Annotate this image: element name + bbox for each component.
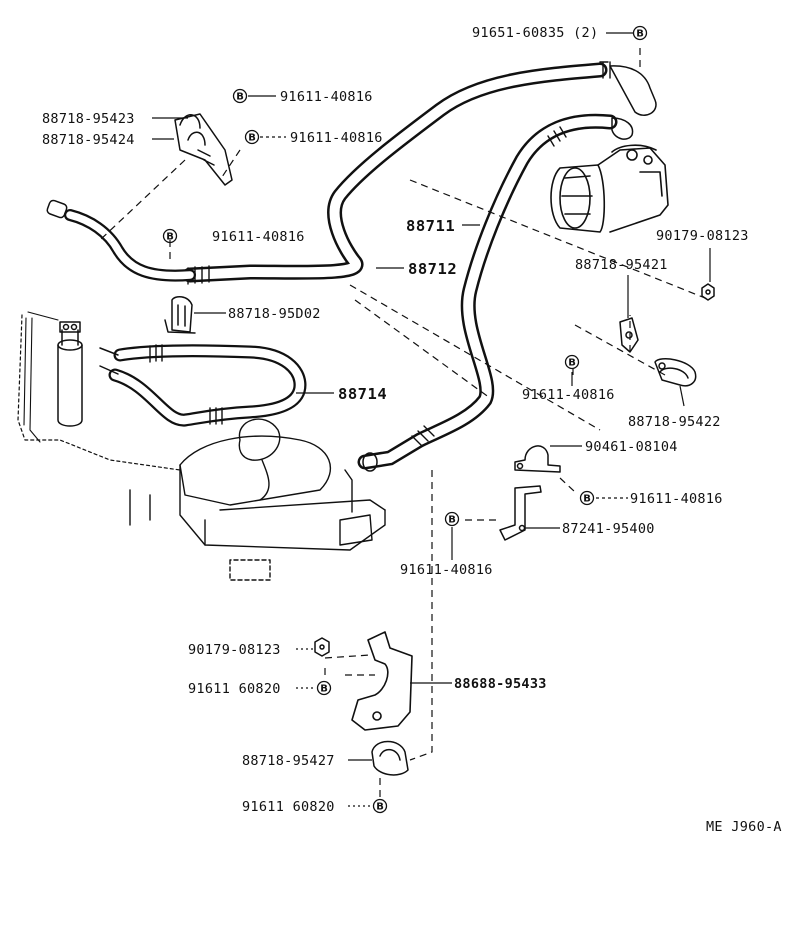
nut-90179-08123-a	[701, 283, 715, 301]
svg-text:B: B	[166, 232, 174, 243]
diagram-code: ME J960-A	[706, 819, 782, 835]
nut-90179-08123-b	[314, 637, 330, 657]
svg-text:B: B	[248, 133, 256, 144]
b-marker: B	[372, 798, 388, 814]
label-88718-95422: 88718-95422	[628, 414, 721, 430]
clamp-88718-95427	[371, 740, 409, 776]
label-91611-40816: 91611-40816	[290, 130, 383, 146]
guide-lines	[99, 48, 711, 800]
label-91651-60835: 91651-60835 (2)	[472, 25, 598, 41]
b-marker: B	[232, 88, 248, 104]
label-88718-95423: 88718-95423	[42, 111, 135, 127]
b-marker: B	[579, 490, 595, 506]
clamp-88718-95423-95424	[174, 113, 233, 186]
label-91611-40816: 91611-40816	[400, 562, 493, 578]
label-91611-60820: 91611 60820	[242, 799, 335, 815]
label-91611-40816: 91611-40816	[212, 229, 305, 245]
clamp-88718-95421	[619, 317, 639, 353]
label-90179-08123: 90179-08123	[188, 642, 281, 658]
svg-text:B: B	[448, 515, 456, 526]
svg-text:B: B	[320, 684, 328, 695]
hose-88711	[357, 113, 634, 472]
b-marker: B	[444, 511, 460, 527]
label-88718-95427: 88718-95427	[242, 753, 335, 769]
label-87241-95400: 87241-95400	[562, 521, 655, 537]
svg-text:B: B	[236, 92, 244, 103]
bracket-88688-95433	[351, 631, 413, 731]
label-88718-95D02: 88718-95D02	[228, 306, 321, 322]
label-88714: 88714	[338, 385, 387, 403]
label-88712: 88712	[408, 260, 457, 278]
compressor-drawing	[550, 144, 669, 233]
label-88718-95424: 88718-95424	[42, 132, 135, 148]
receiver-drier-drawing	[17, 311, 181, 471]
label-90461-08104: 90461-08104	[585, 439, 678, 455]
hose-88714	[99, 344, 307, 427]
svg-text:B: B	[636, 29, 644, 40]
b-marker: B	[244, 129, 260, 145]
clamp-90461-08104	[514, 445, 561, 473]
b-marker: B	[564, 354, 580, 370]
b-marker: B	[316, 680, 332, 696]
label-91611-60820: 91611 60820	[188, 681, 281, 697]
label-91611-40816: 91611-40816	[630, 491, 723, 507]
label-90179-08123: 90179-08123	[656, 228, 749, 244]
svg-text:B: B	[376, 802, 384, 813]
clamp-88718-95d02	[164, 295, 196, 334]
part-labels: 91651-60835 (2) 91611-40816 88718-95423 …	[42, 25, 782, 835]
label-88711: 88711	[406, 217, 455, 235]
clamp-88718-95422	[654, 358, 697, 387]
leader-lines	[152, 32, 711, 807]
b-marker: B	[632, 25, 648, 41]
engine-body-drawing	[129, 418, 386, 581]
label-88718-95421: 88718-95421	[575, 257, 668, 273]
label-91611-40816: 91611-40816	[280, 89, 373, 105]
bracket-87241-95400	[499, 485, 542, 541]
b-marker: B	[162, 228, 178, 244]
label-91611-40816: 91611-40816	[522, 387, 615, 403]
label-88688-95433: 88688-95433	[454, 676, 547, 692]
hose-88712	[46, 61, 657, 285]
svg-text:B: B	[583, 494, 591, 505]
svg-text:B: B	[568, 358, 576, 369]
